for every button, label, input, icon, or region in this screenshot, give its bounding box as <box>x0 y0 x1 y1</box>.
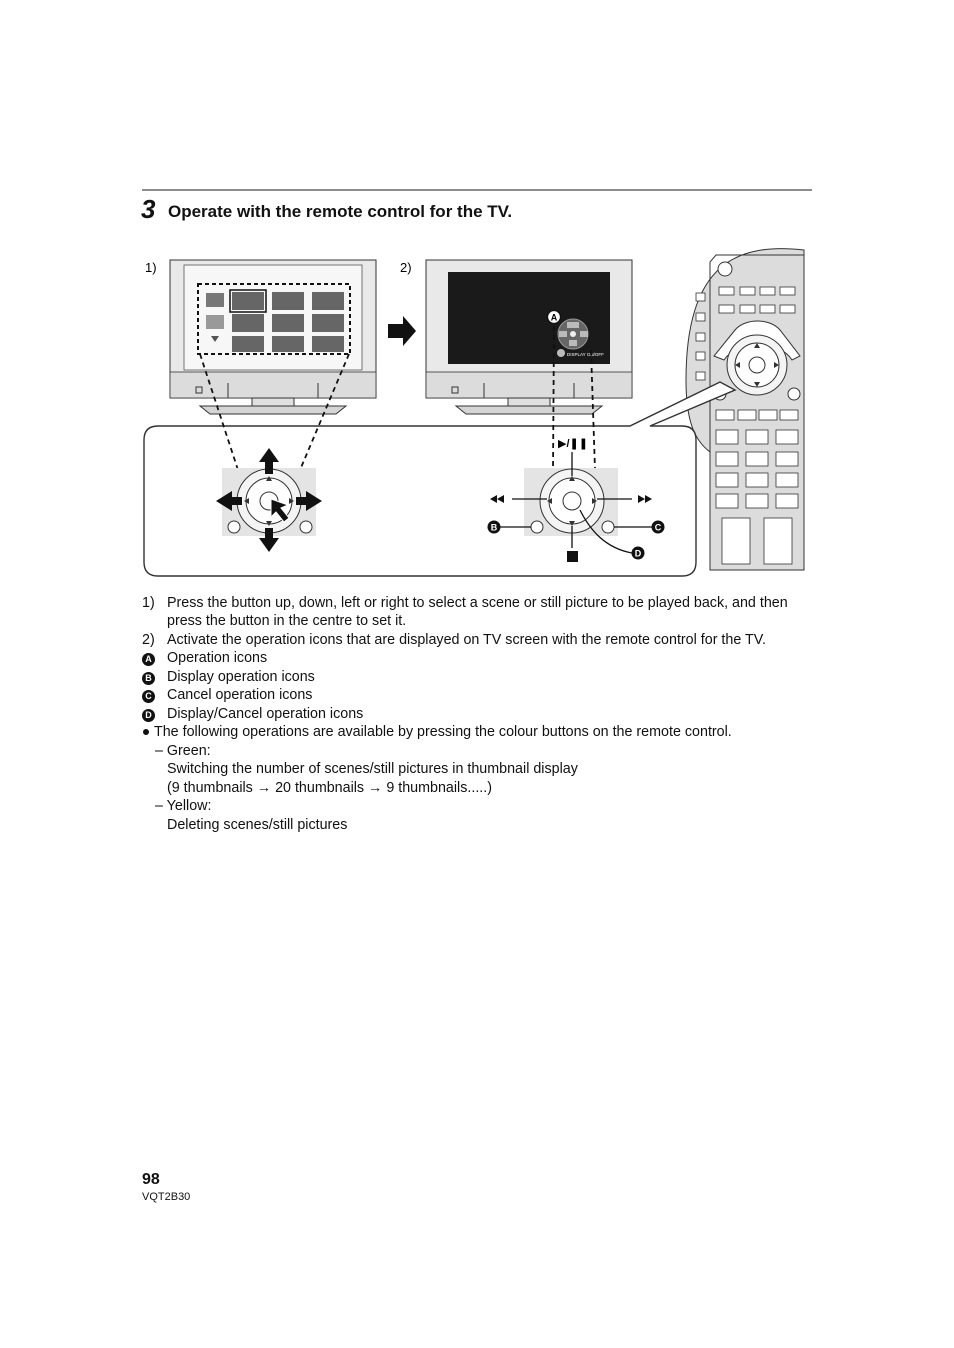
tv-2: DISPLAY ON/OFF A <box>426 260 632 414</box>
stop-icon <box>567 551 578 562</box>
model-code: VQT2B30 <box>142 1191 190 1203</box>
yellow-label: – Yellow: <box>155 797 211 816</box>
callout-c: C <box>655 523 662 533</box>
legend-text-b: Display operation icons <box>167 668 315 687</box>
figure-label-2: 2) <box>400 260 412 275</box>
remote-operation-figure: 1) 2) <box>0 0 954 600</box>
callout-a: A <box>551 313 558 323</box>
legend-mark-c: C <box>142 690 155 703</box>
yellow-desc: Deleting scenes/still pictures <box>167 816 347 835</box>
green-desc-2: (9 thumbnails → 20 thumbnails → 9 thumbn… <box>167 779 492 798</box>
tv-1 <box>170 260 376 414</box>
legend-mark-d: D <box>142 709 155 722</box>
green-desc-1: Switching the number of scenes/still pic… <box>167 760 578 779</box>
callout-b: B <box>491 523 498 533</box>
osd-display-text: DISPLAY ON/OFF <box>567 352 604 357</box>
item-1-line-2: press the button in the centre to set it… <box>167 612 406 631</box>
callout-d: D <box>635 549 642 559</box>
item-2-number: 2) <box>142 631 155 650</box>
note-bullet <box>143 729 149 735</box>
legend-mark-b: B <box>142 672 155 685</box>
item-1-number: 1) <box>142 594 155 613</box>
legend-mark-a: A <box>142 653 155 666</box>
legend-text-a: Operation icons <box>167 649 267 668</box>
figure-label-1: 1) <box>145 260 157 275</box>
transition-arrow <box>388 316 416 346</box>
play-pause-icon: ▶/❚❚ <box>558 438 588 450</box>
note-text: The following operations are available b… <box>154 723 732 742</box>
remote-control <box>686 249 804 570</box>
legend-text-d: Display/Cancel operation icons <box>167 705 363 724</box>
legend-text-c: Cancel operation icons <box>167 686 312 705</box>
page-number: 98 <box>142 1171 160 1189</box>
green-label: – Green: <box>155 742 211 761</box>
item-1-line-1: Press the button up, down, left or right… <box>167 594 788 613</box>
item-2-line-1: Activate the operation icons that are di… <box>167 631 766 650</box>
